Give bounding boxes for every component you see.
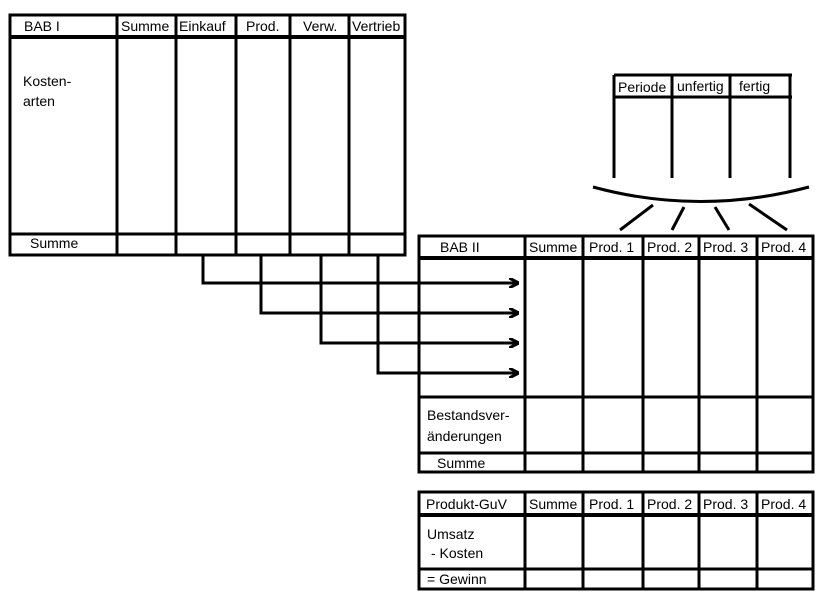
bab1-col-verw: Verw. (303, 18, 337, 34)
guv-title: Produkt-GuV (426, 496, 508, 512)
bab2-col-prod1: Prod. 1 (589, 239, 634, 255)
bab2-sum-label: Summe (437, 455, 485, 471)
guv-col-prod4: Prod. 4 (761, 496, 806, 512)
guv-col-summe: Summe (529, 496, 577, 512)
bab1-to-bab2-arrows (201, 255, 517, 373)
guv-umsatz-label: Umsatz (427, 526, 474, 542)
bab2-bestand-label-2: änderungen (427, 428, 502, 444)
arrow-prod (259, 255, 517, 313)
bab1-col-summe: Summe (121, 18, 169, 34)
bab1-col-prod: Prod. (246, 18, 279, 34)
bab2-col-prod2: Prod. 2 (647, 239, 692, 255)
periode-col-fertig: fertig (739, 78, 770, 94)
guv-kosten-label: - Kosten (431, 545, 483, 561)
periode-funnel (592, 185, 810, 232)
bab2-col-prod3: Prod. 3 (703, 239, 748, 255)
bab2-col-summe: Summe (529, 239, 577, 255)
bab1-col-einkauf: Einkauf (179, 18, 226, 34)
periode-col-periode: Periode (618, 79, 666, 95)
guv-col-prod3: Prod. 3 (703, 496, 748, 512)
arrow-vertrieb (376, 255, 517, 373)
bab1-row-label-2: arten (23, 93, 55, 109)
bab1-col-vertrieb: Vertrieb (352, 18, 400, 34)
bab2-title: BAB II (440, 239, 480, 255)
bab1-row-label-1: Kosten- (23, 73, 72, 89)
periode-col-unfertig: unfertig (677, 78, 724, 94)
bab1-table (8, 13, 407, 257)
bab2-table (417, 234, 815, 474)
bab2-col-prod4: Prod. 4 (761, 239, 806, 255)
guv-gewinn-label: = Gewinn (427, 571, 487, 587)
guv-col-prod2: Prod. 2 (647, 496, 692, 512)
bab1-title: BAB I (24, 18, 60, 34)
guv-table (417, 490, 815, 591)
bab2-bestand-label-1: Bestandsver- (427, 407, 510, 423)
arrow-einkauf (201, 255, 517, 283)
periode-table (612, 73, 792, 178)
guv-col-prod1: Prod. 1 (589, 496, 634, 512)
arrow-verw (319, 255, 517, 343)
bab1-sum-label: Summe (30, 235, 78, 251)
